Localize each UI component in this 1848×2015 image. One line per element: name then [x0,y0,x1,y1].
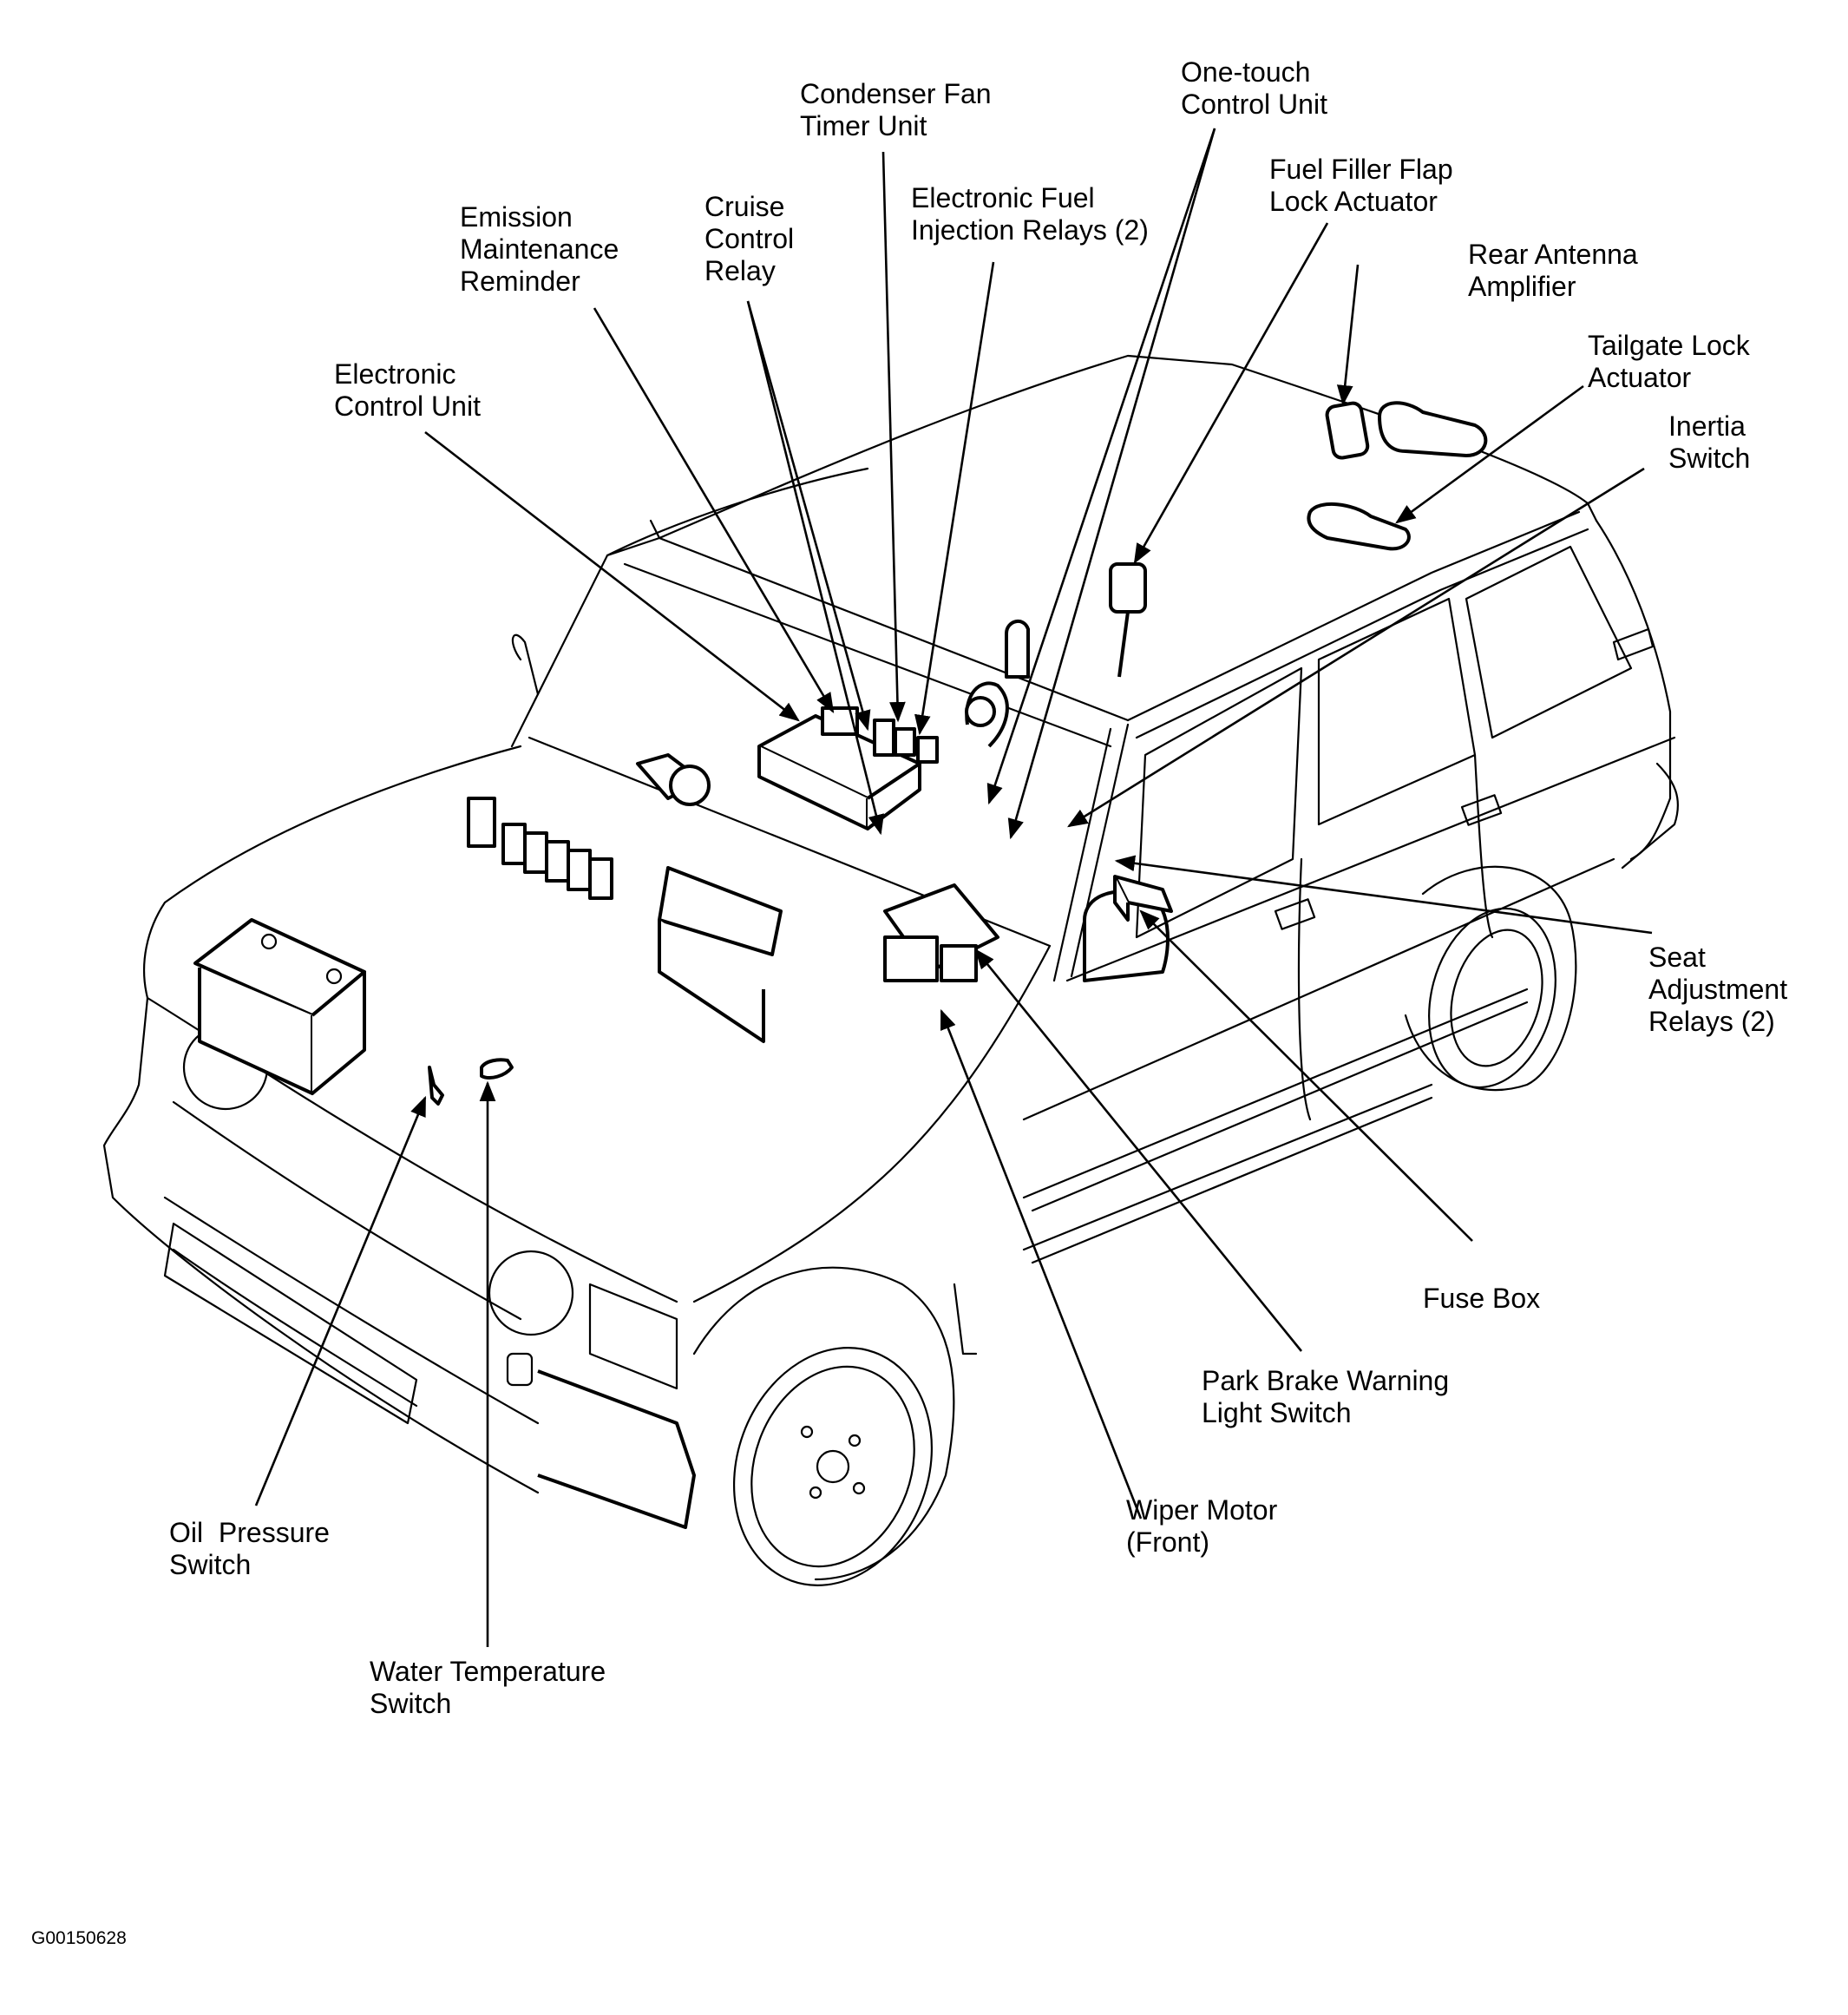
component-rear-antenna-amplifier [1325,401,1370,460]
label-line: Amplifier [1468,271,1576,302]
leader-fuel-flap [1133,222,1329,565]
label-line: Actuator [1588,362,1692,393]
leader-inertia [1067,467,1645,828]
label-wiper-motor-front: Wiper Motor(Front) [1126,1494,1277,1559]
label-line: Tailgate Lock [1588,330,1750,361]
component-one-touch-unit [1005,620,1030,679]
component-oil-pressure-switch [428,1066,444,1106]
label-line: Park Brake Warning [1202,1365,1450,1396]
component-fuel-flap-actuator [1109,562,1147,678]
component-relay-bank [467,797,613,900]
label-line: Injection Relays (2) [911,214,1149,246]
label-line: Condenser Fan [800,78,992,109]
label-line: Switch [1668,443,1751,474]
leader-one-touch-1 [986,128,1216,805]
leader-wiper [940,1008,1143,1519]
leader-rear-antenna [1336,264,1360,406]
label-line: Switch [169,1549,252,1580]
leader-oil-pressure [254,1095,427,1506]
leader-park-brake [974,948,1303,1352]
label-line: Switch [370,1688,452,1719]
label-line: Control [704,223,795,254]
label-line: Fuse Box [1423,1283,1541,1314]
label-line: Water Temperature [370,1656,606,1687]
component-dashboard-cluster [883,883,999,982]
leader-fuse-box [1139,909,1473,1242]
component-wiper-motor-front [636,753,711,806]
leader-condenser-fan [881,151,906,723]
figure-id: G00150628 [31,1928,127,1948]
leader-cruise-2 [746,300,884,836]
label-line: Oil Pressure [169,1517,330,1548]
leader-lines [254,128,1653,1647]
component-water-temp-switch [480,1058,514,1080]
label-line: Maintenance [460,233,619,265]
label-line: Fuel Filler Flap [1269,154,1453,185]
leader-one-touch-2 [1007,128,1216,840]
label-line: Relays (2) [1648,1006,1775,1037]
component-inertia-switch [1307,502,1411,551]
label-line: Light Switch [1202,1397,1352,1428]
label-line: Reminder [460,266,580,297]
leader-efi-relays [914,261,995,736]
label-line: Control Unit [334,391,481,422]
component-fuse-box [1113,875,1173,922]
label-line: (Front) [1126,1526,1209,1558]
component-condenser-timer [965,681,1009,748]
label-line: Cruise [704,191,785,222]
leader-ecu [424,430,800,722]
leader-cruise-1 [746,300,871,732]
label-line: Lock Actuator [1269,186,1438,217]
component-tailgate-actuator [1378,401,1488,457]
label-line: Relay [704,255,776,286]
label-line: Adjustment [1648,974,1788,1005]
label-line: Wiper Motor [1126,1494,1278,1526]
component-ecu-box [757,706,921,830]
leader-tailgate [1395,384,1584,524]
component-efi-relays [873,719,939,764]
component-heater-box [658,866,783,1043]
label-line: Seat [1648,942,1706,973]
label-line: Control Unit [1181,89,1327,120]
label-fuse-box: Fuse Box [1423,1283,1540,1315]
leader-seat-relays [1114,855,1653,935]
leader-emission [593,307,835,714]
label-line: Inertia [1668,410,1746,442]
label-line: Rear Antenna [1468,239,1638,270]
component-battery [193,918,366,1095]
label-line: Electronic [334,358,456,390]
label-line: Electronic Fuel [911,182,1095,213]
label-line: Emission [460,201,573,233]
label-line: Timer Unit [800,110,927,141]
label-line: One-touch [1181,56,1311,88]
